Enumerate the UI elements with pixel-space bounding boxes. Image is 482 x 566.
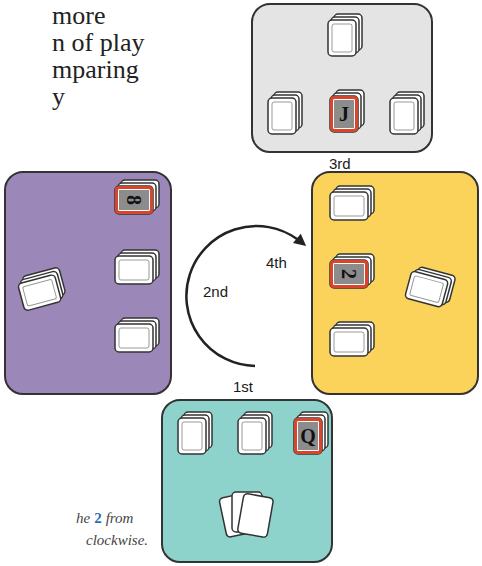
paragraph-fragment: mparing: [52, 56, 139, 83]
card-stack: [238, 412, 272, 454]
played-card: J: [330, 96, 358, 132]
player-area: [5, 172, 171, 394]
player-area: [162, 400, 332, 562]
card-stack: [294, 412, 328, 454]
card-value: 2: [339, 269, 359, 279]
turn-order-arrow: [186, 226, 297, 366]
player-area: [312, 172, 478, 394]
card-stack: [330, 186, 374, 220]
card-value: 8: [124, 195, 144, 205]
card-stack: [115, 180, 159, 214]
turn-order-label: 2nd: [203, 283, 228, 300]
card-stack: [390, 92, 424, 134]
card-stack: [330, 90, 364, 132]
turn-order-label: 4th: [266, 254, 287, 271]
caption-fragment: he: [76, 510, 90, 526]
caption-fragment: from: [106, 510, 134, 526]
caption-line: he2from: [76, 510, 133, 527]
paragraph-fragment: n of play: [52, 29, 144, 56]
card-stack: [178, 412, 212, 454]
card-value: Q: [300, 426, 316, 446]
card-stack: [330, 254, 374, 288]
arrow-head: [293, 234, 306, 246]
card-stack: [268, 92, 302, 134]
turn-order-label: 3rd: [329, 155, 351, 172]
caption-fragment: clockwise.: [86, 532, 148, 548]
card-stack: [330, 322, 374, 356]
player-area: [252, 4, 432, 152]
paragraph-fragment: y: [52, 83, 65, 110]
turn-order-label: 1st: [233, 378, 253, 395]
card-value-reference: 2: [94, 510, 102, 526]
caption-line: clockwise.: [86, 532, 148, 549]
card-stack: [328, 14, 362, 56]
card-stack: [16, 267, 67, 311]
card-stack: [115, 318, 159, 352]
card-stack: [405, 265, 456, 309]
played-card: Q: [294, 418, 322, 454]
played-card: 2: [330, 260, 368, 288]
card-value: J: [339, 104, 349, 124]
played-card: 8: [115, 186, 153, 214]
card-stack: [115, 250, 159, 284]
paragraph-fragment: more: [52, 2, 105, 29]
card-stack: [219, 492, 274, 538]
